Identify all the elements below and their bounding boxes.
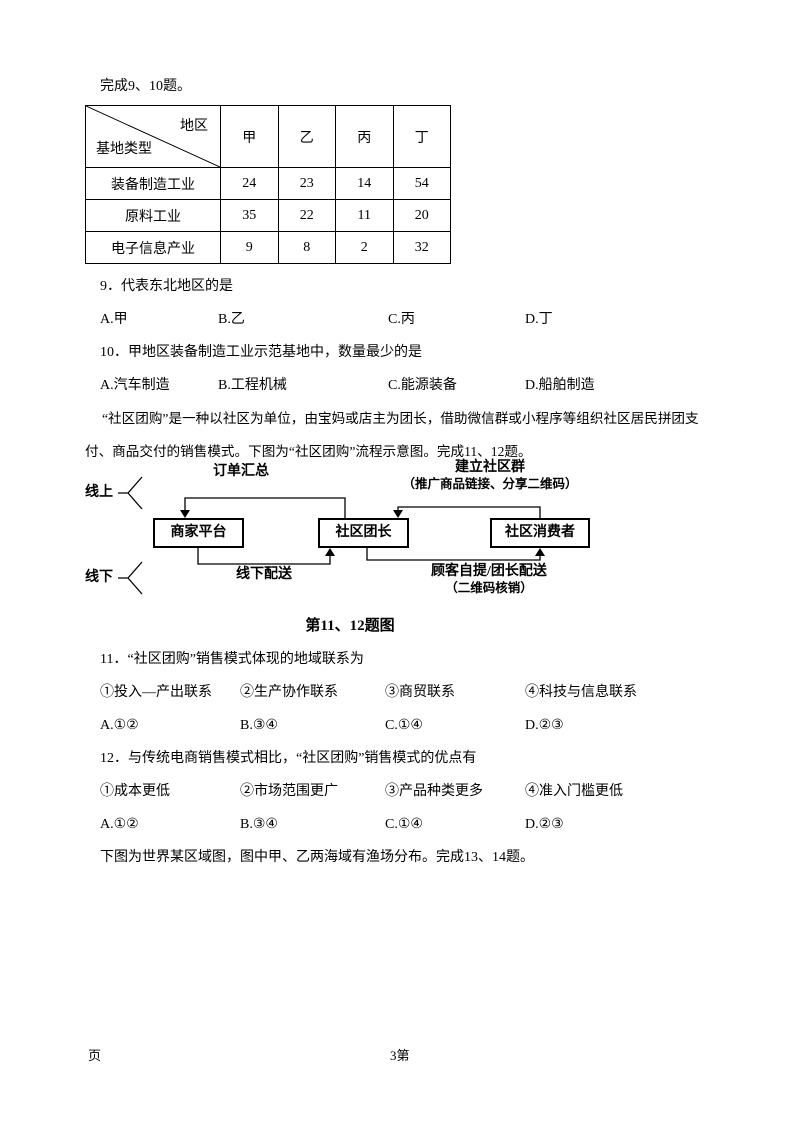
- q12-option-a: A.①②: [100, 817, 139, 832]
- delivery-arrow-line: [197, 548, 331, 565]
- column-header-jia: 甲: [220, 105, 279, 168]
- table-row: 电子信息产业 9 8 2 32: [85, 231, 451, 264]
- intro-line: 完成9、10题。: [100, 79, 191, 94]
- q10-option-c: C.能源装备: [388, 378, 457, 393]
- q10-options: A.汽车制造 B.工程机械 C.能源装备 D.船舶制造: [85, 369, 724, 402]
- box-community-leader: 社区团长: [318, 518, 409, 548]
- q9-option-b: B.乙: [218, 312, 245, 327]
- cell: 23: [277, 167, 336, 200]
- online-brace: [118, 476, 143, 510]
- order-arrowhead: [180, 510, 190, 518]
- pickup-arrowhead: [535, 548, 545, 556]
- q12-stem: 12．与传统电商销售模式相比，“社区团购”销售模式的优点有: [100, 751, 477, 766]
- cell: 2: [335, 231, 394, 264]
- figure-caption: 第11、12题图: [305, 618, 395, 634]
- cell: 11: [335, 199, 394, 232]
- footer-page-number: 3第: [390, 1048, 410, 1063]
- q11-option-b: B.③④: [240, 718, 278, 733]
- build-group-label-line1: 建立社区群: [455, 460, 525, 475]
- pickup-arrow-line: [366, 548, 541, 561]
- cell: 22: [277, 199, 336, 232]
- q11-item-1: ①投入—产出联系: [100, 685, 212, 700]
- q9-stem: 9．代表东北地区的是: [100, 279, 233, 294]
- table-row: 装备制造工业 24 23 14 54: [85, 167, 451, 200]
- passage: “社区团购”是一种以社区为单位，由宝妈或店主为团长，借助微信群或小程序等组织社区…: [85, 411, 699, 459]
- q10-option-a: A.汽车制造: [100, 378, 170, 393]
- q12-option-d: D.②③: [525, 817, 564, 832]
- q11-item-4: ④科技与信息联系: [525, 685, 637, 700]
- footer-page-word: 页: [88, 1048, 102, 1063]
- q11-stem: 11．“社区团购”销售模式体现的地域联系为: [100, 652, 364, 667]
- flow-lines: [118, 476, 545, 595]
- box-community-consumer: 社区消费者: [490, 518, 590, 548]
- corner-label-region: 地区: [180, 119, 208, 134]
- cell: 20: [392, 199, 451, 232]
- q10-option-b: B.工程机械: [218, 378, 287, 393]
- table-corner-cell: 地区 基地类型: [85, 105, 221, 168]
- corner-label-base-type: 基地类型: [96, 142, 152, 157]
- column-header-yi: 乙: [277, 105, 336, 168]
- order-summary-label: 订单汇总: [213, 464, 269, 479]
- build-group-label-line2: （推广商品链接、分享二维码）: [402, 477, 578, 491]
- offline-delivery-label: 线下配送: [236, 567, 292, 582]
- offline-brace: [118, 561, 143, 595]
- cell: 32: [392, 231, 451, 264]
- group-arrowhead: [393, 510, 403, 518]
- flow-diagram: 线上 线下 商家平台 社区团长 社区消费者 订单汇总 建立社区群 （推广商品链接…: [85, 460, 615, 610]
- cell: 8: [277, 231, 336, 264]
- build-group-label: 建立社区群 （推广商品链接、分享二维码）: [380, 460, 600, 492]
- cell: 24: [220, 167, 279, 200]
- pickup-label-line2: （二维码核销）: [445, 581, 533, 595]
- row-label: 原料工业: [85, 199, 221, 232]
- cell: 14: [335, 167, 394, 200]
- q12-items: ①成本更低 ②市场范围更广 ③产品种类更多 ④准入门槛更低: [85, 775, 724, 808]
- q10-option-d: D.船舶制造: [525, 378, 595, 393]
- row-label: 电子信息产业: [85, 231, 221, 264]
- q11-option-c: C.①④: [385, 718, 423, 733]
- diagonal-divider: [86, 106, 220, 167]
- q11-option-d: D.②③: [525, 718, 564, 733]
- q11-item-3: ③商贸联系: [385, 685, 455, 700]
- q9-options: A.甲 B.乙 C.丙 D.丁: [85, 303, 724, 336]
- q9-option-a: A.甲: [100, 312, 128, 327]
- q12-item-2: ②市场范围更广: [240, 784, 338, 799]
- q12-option-c: C.①④: [385, 817, 423, 832]
- table-header-row: 地区 基地类型 甲 乙 丙 丁: [85, 105, 451, 168]
- cell: 54: [392, 167, 451, 200]
- closing-line: 下图为世界某区域图，图中甲、乙两海域有渔场分布。完成13、14题。: [100, 850, 534, 865]
- q11-options: A.①② B.③④ C.①④ D.②③: [85, 709, 724, 742]
- q11-item-2: ②生产协作联系: [240, 685, 338, 700]
- order-arrow-line: [184, 497, 346, 518]
- delivery-arrowhead: [325, 548, 335, 556]
- column-header-ding: 丁: [392, 105, 451, 168]
- column-header-bing: 丙: [335, 105, 394, 168]
- q11-option-a: A.①②: [100, 718, 139, 733]
- q12-item-1: ①成本更低: [100, 784, 170, 799]
- box-merchant-platform: 商家平台: [153, 518, 244, 548]
- industry-base-table: 地区 基地类型 甲 乙 丙 丁 装备制造工业 24 23 14 54 原料工业 …: [85, 105, 451, 264]
- row-label: 装备制造工业: [85, 167, 221, 200]
- q10-stem: 10．甲地区装备制造工业示范基地中，数量最少的是: [100, 345, 422, 360]
- pickup-label-line1: 顾客自提/团长配送: [431, 564, 547, 579]
- online-label: 线上: [85, 485, 113, 500]
- q9-option-c: C.丙: [388, 312, 415, 327]
- q12-item-3: ③产品种类更多: [385, 784, 483, 799]
- q12-option-b: B.③④: [240, 817, 278, 832]
- table-row: 原料工业 35 22 11 20: [85, 199, 451, 232]
- q12-options: A.①② B.③④ C.①④ D.②③: [85, 808, 724, 841]
- cell: 9: [220, 231, 279, 264]
- cell: 35: [220, 199, 279, 232]
- q9-option-d: D.丁: [525, 312, 553, 327]
- pickup-label: 顾客自提/团长配送 （二维码核销）: [399, 564, 579, 596]
- q12-item-4: ④准入门槛更低: [525, 784, 623, 799]
- group-arrow-line: [397, 506, 541, 518]
- exam-page: 完成9、10题。 地区 基地类型 甲 乙 丙 丁 装备制造工业: [85, 79, 724, 865]
- q11-items: ①投入—产出联系 ②生产协作联系 ③商贸联系 ④科技与信息联系: [85, 676, 724, 709]
- offline-label: 线下: [85, 570, 113, 585]
